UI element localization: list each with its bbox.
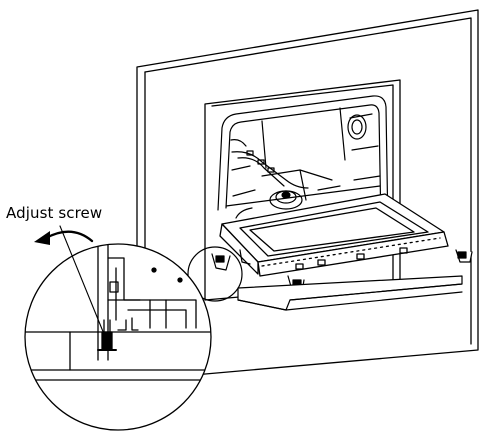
dishwasher-tub [218,96,388,232]
dishwasher-feet [212,250,472,292]
callout-leader-line [60,226,104,334]
curved-arrow-icon [34,231,92,245]
adjust-screw-label: Adjust screw [6,204,103,222]
dishwasher-door [220,194,448,276]
magnified-detail [20,240,220,437]
detail-area-indicator [188,247,242,301]
base-trim [238,276,462,310]
